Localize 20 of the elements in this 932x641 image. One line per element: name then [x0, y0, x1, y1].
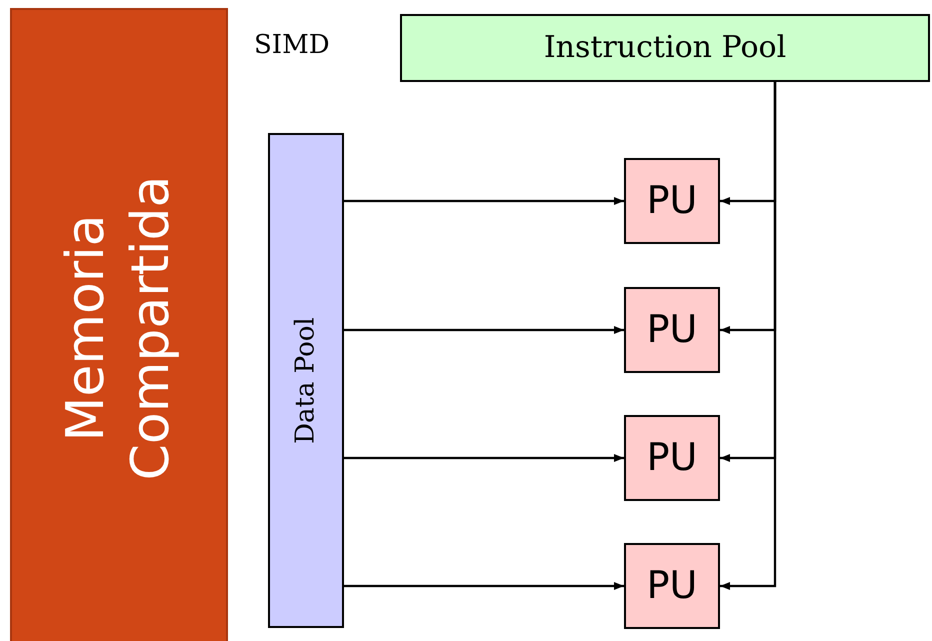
node-label: Memoria Compartida [55, 174, 182, 482]
arrow [344, 582, 624, 590]
node-label: PU [646, 435, 698, 481]
node-label: PU [646, 307, 698, 353]
diagram-label: SIMD [254, 30, 330, 60]
process-box [268, 133, 344, 628]
process-box [400, 14, 930, 82]
process-box [624, 415, 720, 501]
process-box [624, 158, 720, 244]
arrow [344, 326, 624, 334]
node-label: PU [646, 563, 698, 609]
node-label: Data Pool [290, 317, 322, 444]
node-label: PU [646, 178, 698, 224]
node-label: Instruction Pool [544, 30, 786, 66]
process-box [624, 543, 720, 629]
arrow [720, 82, 776, 590]
memory-band [10, 8, 228, 641]
process-box [624, 287, 720, 373]
arrow [344, 454, 624, 462]
arrow [344, 197, 624, 205]
